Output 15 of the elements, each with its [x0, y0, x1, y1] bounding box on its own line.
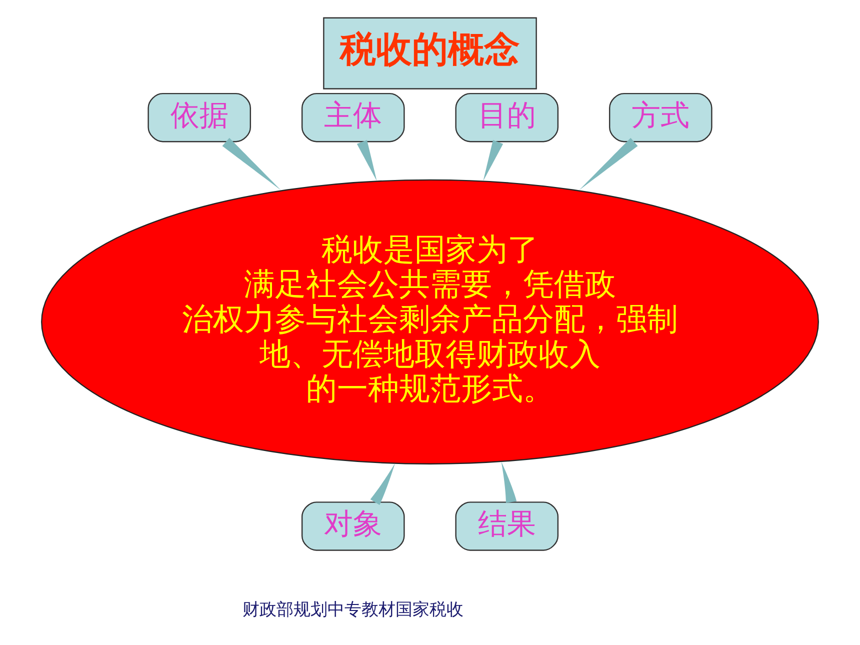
connector: [501, 462, 517, 503]
node-box: 对象: [301, 502, 405, 551]
node-box: 目的: [455, 92, 559, 142]
node-box: 方式: [609, 92, 712, 142]
connector: [222, 138, 282, 190]
node-box: 依据: [148, 92, 251, 142]
node-ellipse: 税收是国家为了满足社会公共需要，凭借政治权力参与社会剩余产品分配，强制地、无偿地取得财政收入的一种规范形式。: [41, 179, 819, 464]
caption: 财政部规划中专教材国家税收: [242, 598, 464, 619]
node-box: 结果: [455, 502, 559, 551]
connector: [578, 138, 638, 190]
diagram-title: 税收的概念: [340, 30, 520, 71]
node-box: 主体: [301, 92, 405, 142]
connector: [483, 140, 504, 182]
connector: [356, 140, 377, 182]
connector: [370, 463, 396, 505]
